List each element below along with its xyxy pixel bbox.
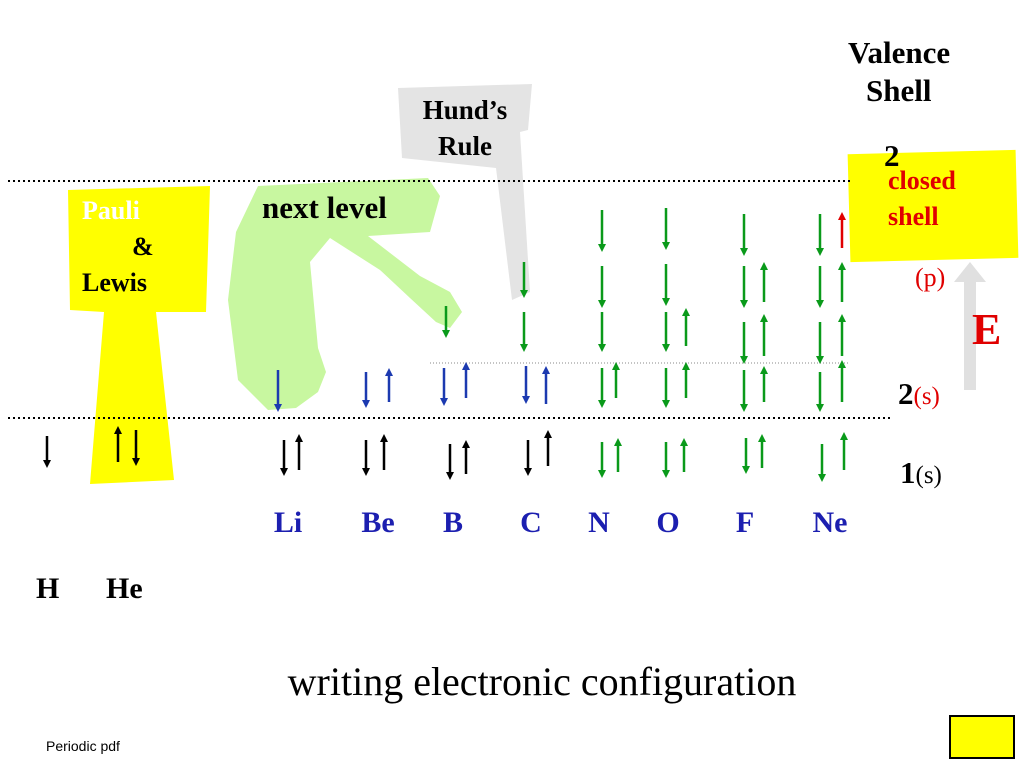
element-li: Li [273, 506, 303, 539]
pauli-lewis-shape [68, 186, 210, 484]
element-he: He [106, 572, 143, 605]
energy-label: E [972, 305, 1002, 354]
next-level-highlight [228, 178, 462, 410]
energy-arrow-shape [954, 262, 986, 390]
hunds-rule-label: Hund’s Rule [422, 95, 508, 161]
arrows-2p [442, 208, 846, 364]
closed-shell-label: closed shell [888, 166, 956, 231]
valence-line2: Shell [866, 73, 932, 108]
arrows-1s [43, 426, 848, 482]
level-1s-label: 1(s) [900, 455, 942, 490]
element-b: B [442, 506, 463, 539]
orbital-p-label: (p) [915, 263, 946, 292]
element-c: C [520, 506, 542, 539]
element-h: H [36, 572, 60, 605]
hund-callout-shape [398, 84, 532, 300]
element-ne: Ne [812, 506, 848, 539]
element-be: Be [361, 506, 395, 539]
ampersand-text: & [132, 232, 154, 261]
arrows-2s [274, 360, 846, 412]
valence-line1: Valence [848, 35, 951, 70]
element-n: N [588, 506, 610, 539]
pauli-lewis-label: Pauli & Lewis [72, 193, 192, 301]
level-2s-label: 2(s) [898, 376, 940, 411]
next-level-label: next level [262, 190, 387, 225]
lewis-text: Lewis [82, 268, 147, 297]
valence-shell-title: Valence Shell [848, 34, 988, 110]
pauli-text: Pauli [82, 196, 140, 225]
footer-text: Periodic pdf [46, 738, 120, 754]
element-f: F [735, 506, 755, 539]
corner-yellow-box [949, 715, 1015, 759]
element-o: O [656, 506, 680, 539]
slide-caption: writing electronic configuration [287, 659, 797, 704]
level-2p-number: 2 [884, 138, 900, 173]
